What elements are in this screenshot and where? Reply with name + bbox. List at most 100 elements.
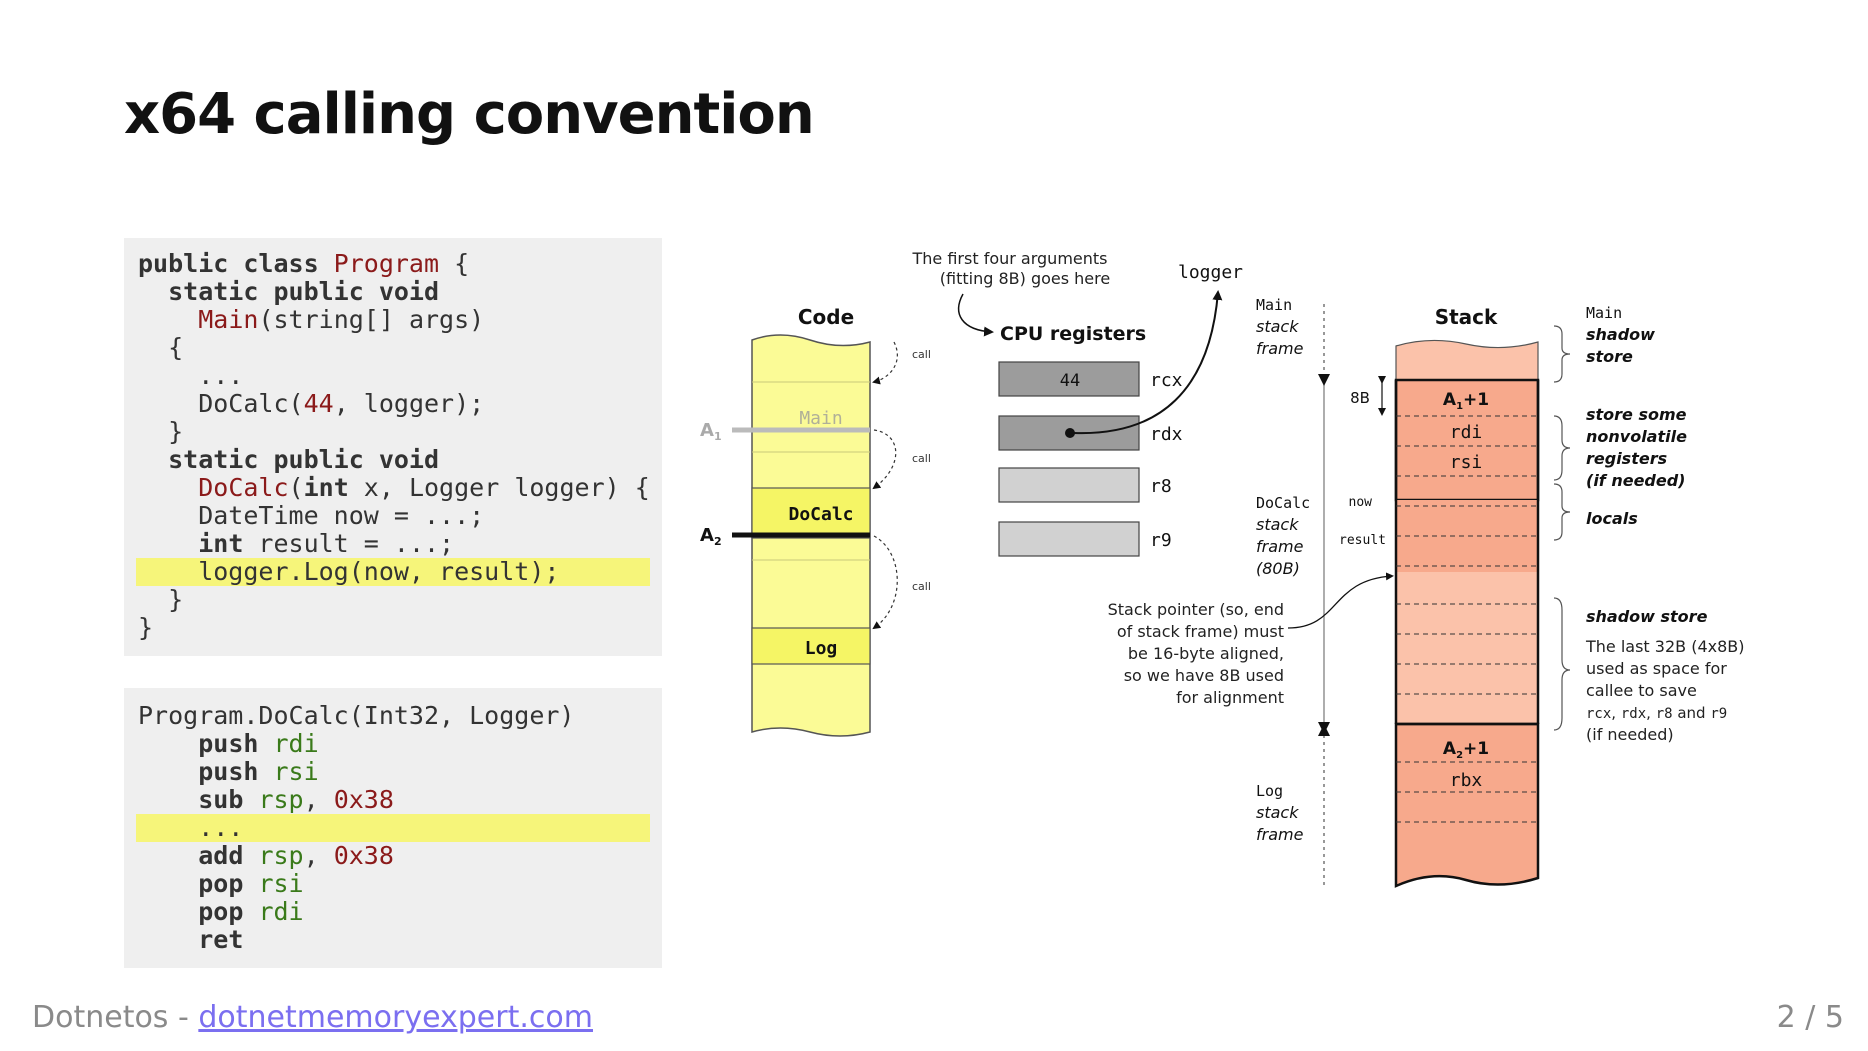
register-rcx-value: 44 (1060, 371, 1080, 391)
code-line: DoCalc(44, logger); (138, 389, 485, 418)
log-frame-label-2: stack (1256, 803, 1299, 822)
register-rcx-box (998, 361, 1140, 397)
register-r9-box (998, 521, 1140, 557)
a2-marker-label: A2 (700, 525, 722, 548)
shadow-store-title: shadow store (1586, 607, 1708, 626)
svg-text:Stack pointer (so, end: Stack pointer (so, end (1108, 600, 1284, 619)
code-line: ... (138, 361, 244, 390)
nonvolatile-label-4: (if needed) (1586, 471, 1686, 490)
code-line: add rsp, 0x38 (198, 841, 394, 870)
code-line: pop rsi (198, 869, 304, 898)
svg-text:be 16-byte aligned,: be 16-byte aligned, (1128, 644, 1284, 663)
stack-slot-rbx: rbx (1450, 770, 1483, 791)
footer-link[interactable]: dotnetmemoryexpert.com (198, 1000, 593, 1035)
locals-label: locals (1586, 509, 1638, 528)
stack-slot-rsi: rsi (1450, 452, 1483, 473)
stack-slot-a1: A1+1 (1443, 390, 1489, 412)
main-shadow-label-2: shadow (1586, 325, 1655, 344)
code-line: } (138, 585, 184, 614)
nonvolatile-label-2: nonvolatile (1586, 427, 1687, 446)
main-frame-label-1: Main (1256, 296, 1292, 314)
code-header: Code (798, 305, 854, 329)
shadow-regs: rcx, rdx, r8 and r9 (1586, 704, 1727, 722)
code-line: push rdi (198, 729, 319, 758)
code-line: DoCalc(int x, Logger logger) { (198, 473, 650, 502)
code-line: DateTime now = ...; (138, 501, 485, 530)
register-r8-name: r8 (1150, 476, 1172, 497)
code-line: } (138, 417, 184, 446)
footer: Dotnetos - dotnetmemoryexpert.com (32, 1000, 593, 1035)
log-frame-box (751, 627, 871, 665)
now-label: now (1349, 495, 1373, 510)
call-label-3: call (912, 580, 931, 593)
nonvolatile-label-1: store some (1586, 405, 1687, 424)
register-rdx-name: rdx (1150, 424, 1183, 445)
docalc-frame-label-4: (80B) (1256, 559, 1300, 578)
docalc-frame-label-2: stack (1256, 515, 1299, 534)
main-shadow-label-3: store (1586, 347, 1633, 366)
code-line: push rsi (198, 757, 319, 786)
stack-slot-a2: A2+1 (1443, 739, 1489, 761)
cpu-registers: The first four arguments (fitting 8B) go… (912, 249, 1243, 557)
assembly-code-block: Program.DoCalc(Int32, Logger) push rdi p… (124, 688, 662, 968)
registers-note-line-2: (fitting 8B) goes here (940, 269, 1110, 288)
code-line: static public void (138, 445, 440, 474)
a1-marker-label: A1 (700, 420, 722, 443)
svg-text:for alignment: for alignment (1176, 688, 1284, 707)
shadow-desc-end: (if needed) (1586, 725, 1674, 744)
code-line: int result = ...; (198, 529, 455, 558)
log-frame-label-1: Log (1256, 782, 1283, 800)
docalc-frame-label-3: frame (1256, 537, 1304, 556)
code-line: } (138, 613, 154, 642)
nonvolatile-label-3: registers (1586, 449, 1667, 468)
rdx-pointer-dot (1065, 428, 1075, 438)
call-label-1: call (912, 348, 931, 361)
shadow-desc-3: callee to save (1586, 681, 1697, 700)
code-frame-docalc: DoCalc (788, 504, 853, 525)
code-line: Program.DoCalc(Int32, Logger) (138, 701, 575, 730)
shadow-desc-1: The last 32B (4x8B) (1585, 637, 1745, 656)
page-number: 2 / 5 (1776, 1000, 1844, 1035)
size-8b-label: 8B (1350, 389, 1370, 407)
main-frame-label-2: stack (1256, 317, 1299, 336)
code-line: pop rdi (198, 897, 304, 926)
csharp-code-block: public class Program { static public voi… (124, 238, 662, 656)
code-line: static public void (138, 277, 440, 306)
code-line: Main(string[] args) (198, 305, 485, 334)
slide-title: x64 calling convention (124, 82, 815, 147)
logger-label: logger (1178, 262, 1243, 283)
result-label: result (1339, 533, 1386, 548)
code-frame-log: Log (805, 638, 838, 659)
register-r9-name: r9 (1150, 530, 1172, 551)
calling-convention-diagram: Code Main DoCalc Log A1 A2 call call cal… (700, 249, 1745, 888)
registers-note-line-1: The first four arguments (912, 249, 1108, 268)
registers-header: CPU registers (1000, 323, 1146, 345)
right-braces (1553, 325, 1571, 731)
svg-text:of stack frame) must: of stack frame) must (1117, 622, 1284, 641)
log-frame-label-3: frame (1256, 825, 1304, 844)
main-frame-label-3: frame (1256, 339, 1304, 358)
code-line: public class Program { (138, 249, 470, 278)
stack-slot-rdi: rdi (1450, 422, 1483, 443)
svg-text:so we have 8B used: so we have 8B used (1124, 666, 1284, 685)
code-column: Code Main DoCalc Log A1 A2 call call cal… (700, 305, 931, 737)
stack-column: Stack A (1108, 296, 1745, 888)
code-frame-main: Main (799, 408, 842, 429)
code-line: { (138, 333, 184, 362)
register-rcx-name: rcx (1150, 370, 1183, 391)
log-frame-region (1394, 722, 1540, 888)
docalc-frame-label-1: DoCalc (1256, 494, 1310, 512)
code-line: ret (198, 925, 244, 954)
stack-slot-dividers (1396, 415, 1538, 823)
main-shadow-label-1: Main (1586, 304, 1622, 322)
code-line: logger.Log(now, result); (136, 558, 650, 586)
footer-prefix: Dotnetos - (32, 1000, 199, 1035)
register-rdx-box (998, 415, 1140, 451)
main-shadow-store-region (1395, 339, 1539, 381)
docalc-saved-regs-region (1394, 378, 1540, 502)
register-r8-box (998, 467, 1140, 503)
shadow-desc-2: used as space for (1586, 659, 1727, 678)
code-line: ... (136, 814, 650, 842)
alignment-note: Stack pointer (so, end of stack frame) m… (1108, 600, 1284, 707)
